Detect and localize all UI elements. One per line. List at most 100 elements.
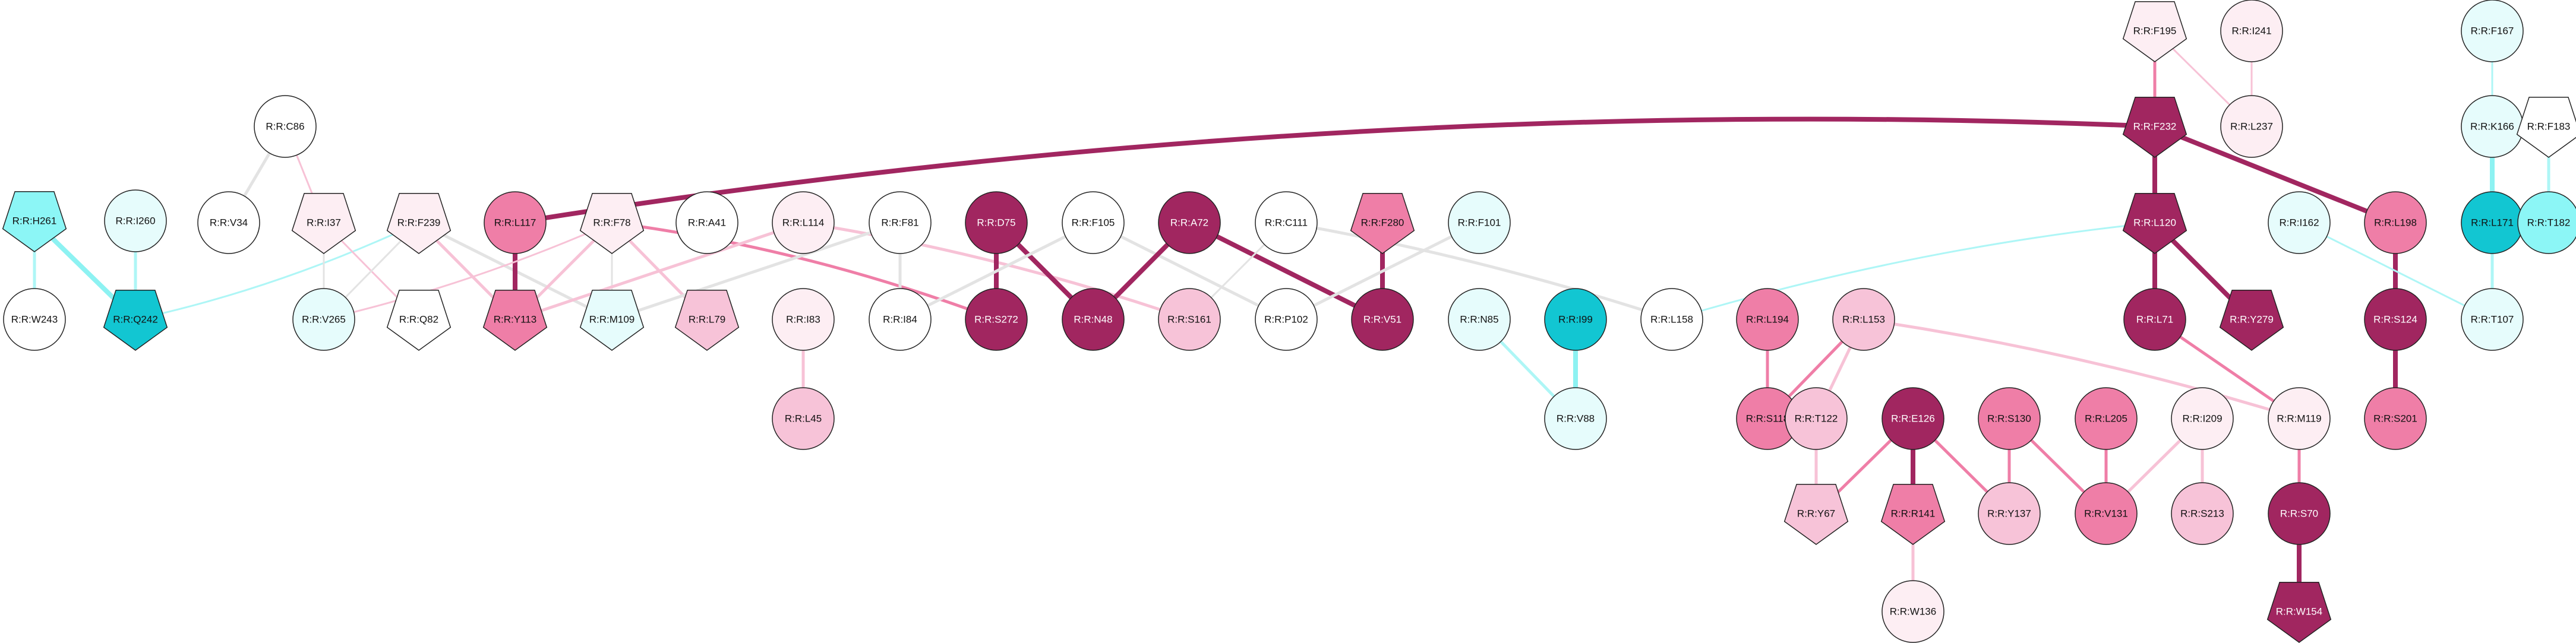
pentagon-node-shape	[386, 289, 452, 351]
node-label: R:R:Y137	[1987, 508, 2031, 520]
node-f105[interactable]: R:R:F105	[1062, 191, 1125, 254]
node-t107[interactable]: R:R:T107	[2461, 288, 2524, 351]
node-q82[interactable]: R:R:Q82	[386, 289, 452, 351]
node-w154[interactable]: R:R:W154	[2266, 581, 2332, 643]
edge-f81-m109	[610, 221, 902, 321]
node-f195[interactable]: R:R:F195	[2122, 1, 2187, 62]
node-i84[interactable]: R:R:I84	[869, 288, 932, 351]
node-f183[interactable]: R:R:F183	[2516, 96, 2576, 158]
circle-node-shape	[1448, 288, 1511, 351]
node-label: R:R:L153	[1842, 314, 1885, 325]
pentagon-node-shape	[1350, 192, 1415, 254]
pentagon-node-shape	[386, 192, 452, 254]
node-v265[interactable]: R:R:V265	[292, 288, 355, 351]
circle-node-shape	[1736, 288, 1799, 351]
node-f81[interactable]: R:R:F81	[869, 191, 932, 254]
node-label: R:R:C111	[1265, 217, 1308, 229]
node-s130[interactable]: R:R:S130	[1978, 387, 2041, 450]
node-label: R:R:I260	[115, 216, 155, 227]
node-d75[interactable]: R:R:D75	[965, 191, 1028, 254]
node-l194[interactable]: R:R:L194	[1736, 288, 1799, 351]
node-s161[interactable]: R:R:S161	[1158, 288, 1221, 351]
node-l71[interactable]: R:R:L71	[2123, 288, 2186, 351]
node-i209[interactable]: R:R:I209	[2171, 387, 2234, 450]
node-l45[interactable]: R:R:L45	[772, 387, 835, 450]
node-t122[interactable]: R:R:T122	[1785, 387, 1848, 450]
node-s118[interactable]: R:R:S118	[1736, 387, 1799, 450]
node-s70[interactable]: R:R:S70	[2268, 482, 2331, 545]
node-l79[interactable]: R:R:L79	[674, 289, 740, 351]
node-label: R:R:I209	[2182, 413, 2222, 425]
node-y137[interactable]: R:R:Y137	[1978, 482, 2041, 545]
node-f239[interactable]: R:R:F239	[386, 192, 452, 254]
node-i99[interactable]: R:R:I99	[1544, 288, 1607, 351]
node-v88[interactable]: R:R:V88	[1544, 387, 1607, 450]
node-label: R:R:Y279	[2230, 314, 2274, 325]
node-f167[interactable]: R:R:F167	[2461, 0, 2524, 62]
node-label: R:R:F167	[2471, 26, 2514, 37]
node-l205[interactable]: R:R:L205	[2075, 387, 2138, 450]
node-e126[interactable]: R:R:E126	[1882, 387, 1944, 450]
node-n48[interactable]: R:R:N48	[1062, 288, 1125, 351]
circle-node-shape	[1351, 288, 1414, 351]
node-i83[interactable]: R:R:I83	[772, 288, 835, 351]
circle-node-shape	[197, 191, 260, 254]
node-label: R:R:A72	[1170, 217, 1208, 229]
circle-node-shape	[2220, 0, 2283, 62]
node-v131[interactable]: R:R:V131	[2075, 482, 2138, 545]
node-v34[interactable]: R:R:V34	[197, 191, 260, 254]
node-w243[interactable]: R:R:W243	[3, 288, 66, 351]
node-i37[interactable]: R:R:I37	[291, 192, 356, 254]
node-m119[interactable]: R:R:M119	[2268, 387, 2331, 450]
node-l171[interactable]: R:R:L171	[2461, 191, 2524, 254]
node-h261[interactable]: R:R:H261	[2, 191, 67, 252]
pentagon-node-shape	[2516, 96, 2576, 158]
node-m109[interactable]: R:R:M109	[579, 289, 645, 351]
node-s213[interactable]: R:R:S213	[2171, 482, 2234, 545]
node-label: R:R:A41	[688, 217, 726, 229]
pentagon-node-shape	[103, 289, 168, 351]
edge-c111-l158	[1284, 221, 1674, 321]
node-l237[interactable]: R:R:L237	[2220, 95, 2283, 158]
node-v51[interactable]: R:R:V51	[1351, 288, 1414, 351]
node-f232[interactable]: R:R:F232	[2122, 96, 2187, 158]
node-l117[interactable]: R:R:L117	[484, 191, 547, 254]
node-a41[interactable]: R:R:A41	[675, 191, 738, 254]
node-s124[interactable]: R:R:S124	[2364, 288, 2427, 351]
node-l120[interactable]: R:R:L120	[2122, 192, 2187, 254]
circle-node-shape	[2461, 288, 2524, 351]
node-f101[interactable]: R:R:F101	[1448, 191, 1511, 254]
node-l198[interactable]: R:R:L198	[2364, 191, 2427, 254]
node-y67[interactable]: R:R:Y67	[1783, 483, 1849, 545]
node-label: R:R:L120	[2133, 217, 2176, 229]
node-p102[interactable]: R:R:P102	[1255, 288, 1318, 351]
node-a72[interactable]: R:R:A72	[1158, 191, 1221, 254]
node-k166[interactable]: R:R:K166	[2461, 95, 2524, 158]
node-n85[interactable]: R:R:N85	[1448, 288, 1511, 351]
node-f78[interactable]: R:R:F78	[579, 192, 645, 254]
edge-f101-p102	[1284, 221, 1481, 321]
node-i162[interactable]: R:R:I162	[2268, 191, 2331, 254]
node-y279[interactable]: R:R:Y279	[2219, 289, 2284, 351]
node-i241[interactable]: R:R:I241	[2220, 0, 2283, 62]
node-label: R:R:D75	[977, 217, 1015, 229]
node-l114[interactable]: R:R:L114	[772, 191, 835, 254]
node-s272[interactable]: R:R:S272	[965, 288, 1028, 351]
node-l158[interactable]: R:R:L158	[1640, 288, 1703, 351]
node-i260[interactable]: R:R:I260	[104, 189, 167, 252]
node-t182[interactable]: R:R:T182	[2517, 191, 2576, 254]
node-label: R:R:F101	[1458, 217, 1501, 229]
node-f280[interactable]: R:R:F280	[1350, 192, 1415, 254]
node-label: R:R:L198	[2374, 217, 2417, 229]
node-s201[interactable]: R:R:S201	[2364, 387, 2427, 450]
node-w136[interactable]: R:R:W136	[1882, 580, 1944, 643]
node-label: R:R:H261	[12, 216, 57, 227]
node-label: R:R:F280	[1361, 217, 1404, 229]
node-y113[interactable]: R:R:Y113	[482, 289, 548, 351]
node-c111[interactable]: R:R:C111	[1255, 191, 1318, 254]
node-c86[interactable]: R:R:C86	[254, 95, 317, 158]
circle-node-shape	[869, 191, 932, 254]
node-r141[interactable]: R:R:R141	[1880, 483, 1946, 545]
node-l153[interactable]: R:R:L153	[1832, 288, 1895, 351]
node-q242[interactable]: R:R:Q242	[103, 289, 168, 351]
